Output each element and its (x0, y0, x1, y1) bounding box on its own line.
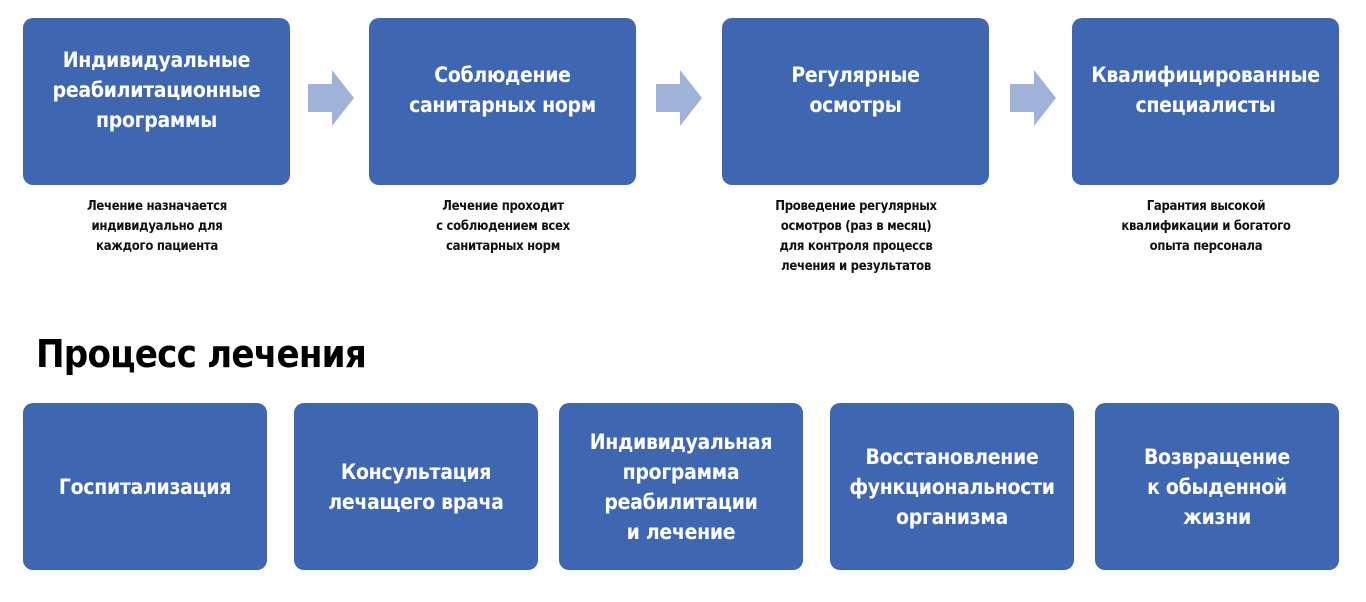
feature-description: Лечение проходит с соблюдением всех сани… (436, 199, 570, 254)
feature-box-sanitary-norms: Соблюдение санитарных норм (369, 18, 636, 185)
feature-description: Лечение назначается индивидуально для ка… (86, 199, 227, 254)
feature-title: Квалифицированные специалисты (1091, 62, 1320, 117)
process-step-label: Госпитализация (58, 474, 232, 499)
feature-title: Регулярные осмотры (791, 62, 920, 117)
process-step-hospitalization: Госпитализация (23, 403, 267, 570)
arrow-right-icon (308, 70, 354, 126)
feature-description: Гарантия высокой квалификации и богатого… (1121, 199, 1291, 254)
feature-title: Соблюдение санитарных норм (409, 62, 596, 117)
process-step-rehab-program: Индивидуальная программа реабилитации и … (559, 403, 803, 570)
feature-title: Индивидуальные реабилитационные программ… (52, 47, 261, 132)
process-step-label: Возвращение к обыденной жизни (1143, 444, 1291, 529)
process-step-label: Консультация лечащего врача (328, 459, 504, 514)
arrow-right-icon (1010, 70, 1056, 126)
process-step-return-to-life: Возвращение к обыденной жизни (1095, 403, 1339, 570)
feature-box-qualified-specialists: Квалифицированные специалисты (1072, 18, 1339, 185)
process-step-doctor-consultation: Консультация лечащего врача (294, 403, 538, 570)
section-title: Процесс лечения (36, 332, 367, 376)
process-step-recovery: Восстановление функциональности организм… (830, 403, 1074, 570)
feature-box-individual-programs: Индивидуальные реабилитационные программ… (23, 18, 290, 185)
arrow-right-icon (656, 70, 702, 126)
process-step-label: Индивидуальная программа реабилитации и … (589, 429, 773, 544)
feature-box-regular-checkups: Регулярные осмотры (722, 18, 989, 185)
process-step-label: Восстановление функциональности организм… (849, 444, 1055, 529)
feature-description: Проведение регулярных осмотров (раз в ме… (775, 199, 937, 274)
